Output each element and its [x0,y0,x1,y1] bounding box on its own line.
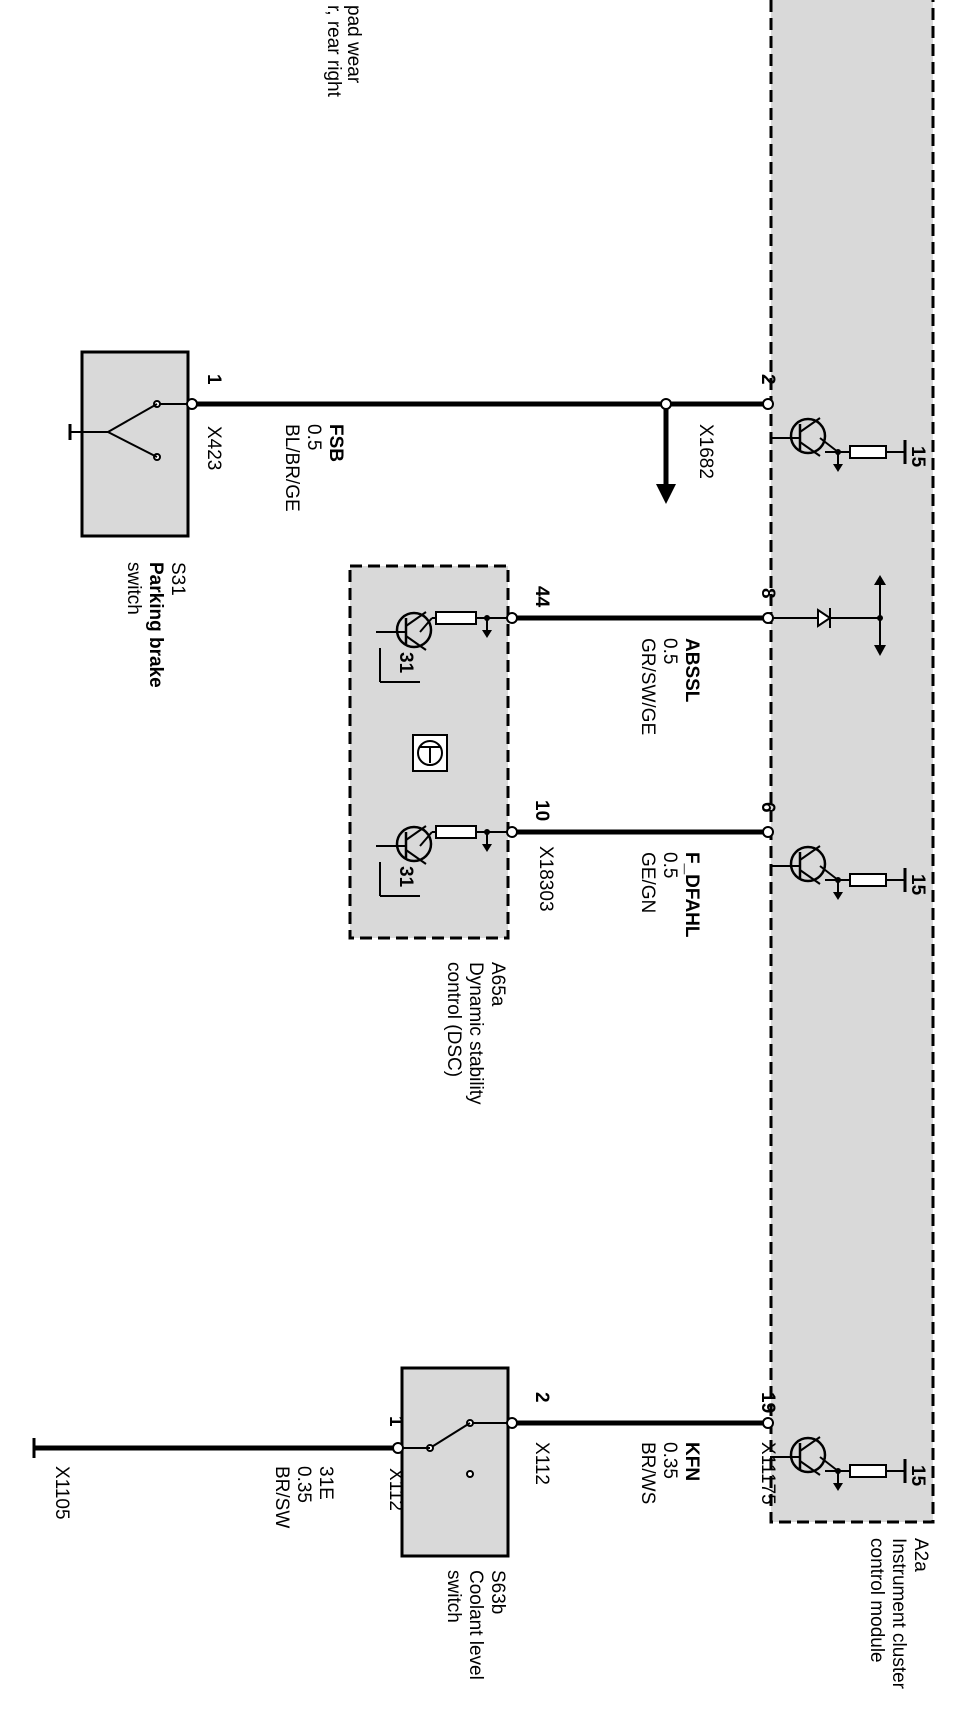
svg-text:Instrument cluster: Instrument cluster [888,1538,909,1690]
svg-text:X112: X112 [385,1468,406,1511]
svg-text:31E: 31E [315,1466,336,1500]
svg-text:0.35: 0.35 [293,1466,314,1503]
svg-text:0.5: 0.5 [659,638,680,664]
svg-text:44: 44 [531,586,552,608]
svg-text:X18303: X18303 [535,846,556,912]
svg-text:control (DSC): control (DSC) [443,962,464,1077]
svg-text:15: 15 [907,874,928,896]
svg-text:2: 2 [757,374,778,385]
wire-f-dfahl: 10 6 F_DFAHL 0.5 GE/GN [506,800,778,938]
svg-text:r, rear right: r, rear right [323,5,344,98]
svg-text:X11175: X11175 [757,1442,778,1505]
svg-text:8: 8 [757,588,778,599]
svg-text:F_DFAHL: F_DFAHL [681,852,702,938]
cutoff-header-text: pad wear r, rear right [323,5,364,98]
coolant-level-switch: 2 X112 1 X112 S63b Coolant level switch [385,1366,552,1680]
svg-text:KFN: KFN [681,1442,702,1481]
svg-text:31: 31 [395,652,416,674]
svg-text:6: 6 [757,802,778,813]
dsc-control-module: 31 31 X18303 A65a Dynamic stability cont… [348,564,556,1105]
wire-abssl: 44 8 ABSSL 0.5 GR/SW/GE [506,586,778,735]
svg-text:19: 19 [757,1392,778,1413]
svg-text:FSB: FSB [325,424,346,462]
svg-text:Dynamic stability: Dynamic stability [465,962,486,1105]
svg-text:GE/GN: GE/GN [637,852,658,913]
svg-text:0.35: 0.35 [659,1442,680,1479]
svg-text:GR/SW/GE: GR/SW/GE [637,638,658,735]
svg-text:X1105: X1105 [51,1466,72,1520]
wire-fsb: 2 X1682 FSB 0.5 BL/BR/GE [186,374,778,512]
parking-brake-switch: 1 X423 S31 Parking brake switch [68,350,224,688]
svg-text:S31: S31 [167,562,188,596]
wire-31e-ground: X1105 31E 0.35 BR/SW [32,1438,404,1528]
svg-text:Coolant level: Coolant level [465,1570,486,1680]
wire-kfn: 19 X11175 KFN 0.35 BR/WS [506,1392,778,1505]
svg-text:A2a: A2a [910,1538,931,1572]
dsc-symbol-icon [412,734,448,772]
svg-text:ABSSL: ABSSL [681,638,702,703]
svg-text:1: 1 [203,374,224,385]
svg-text:Parking brake: Parking brake [145,562,166,688]
svg-text:S63b: S63b [487,1570,508,1614]
svg-text:0.5: 0.5 [659,852,680,878]
svg-text:BR/WS: BR/WS [637,1442,658,1504]
svg-text:BR/SW: BR/SW [271,1466,292,1528]
svg-text:X1682: X1682 [695,424,716,479]
svg-text:switch: switch [443,1570,464,1623]
cluster-indicator-led [770,575,886,656]
svg-text:A65a: A65a [487,962,508,1007]
cluster-supply-terminal-top: 15 [768,416,928,473]
svg-text:switch: switch [123,562,144,615]
cluster-supply-terminal-bottom: 15 [768,1435,928,1492]
svg-text:X423: X423 [203,426,224,470]
instrument-cluster-module: 15 15 15 [768,0,935,1690]
svg-text:pad wear: pad wear [343,5,364,84]
svg-text:15: 15 [907,1465,928,1487]
svg-text:0.5: 0.5 [303,424,324,450]
svg-text:1: 1 [385,1416,406,1427]
svg-text:15: 15 [907,446,928,468]
cluster-supply-terminal-mid: 15 [768,844,928,901]
svg-text:2: 2 [531,1392,552,1403]
cluster-label: A2a Instrument cluster control module [866,1538,931,1690]
svg-text:31: 31 [395,866,416,888]
svg-text:X112: X112 [531,1442,552,1485]
svg-text:10: 10 [531,800,552,821]
svg-text:BL/BR/GE: BL/BR/GE [281,424,302,512]
svg-text:control module: control module [866,1538,887,1663]
